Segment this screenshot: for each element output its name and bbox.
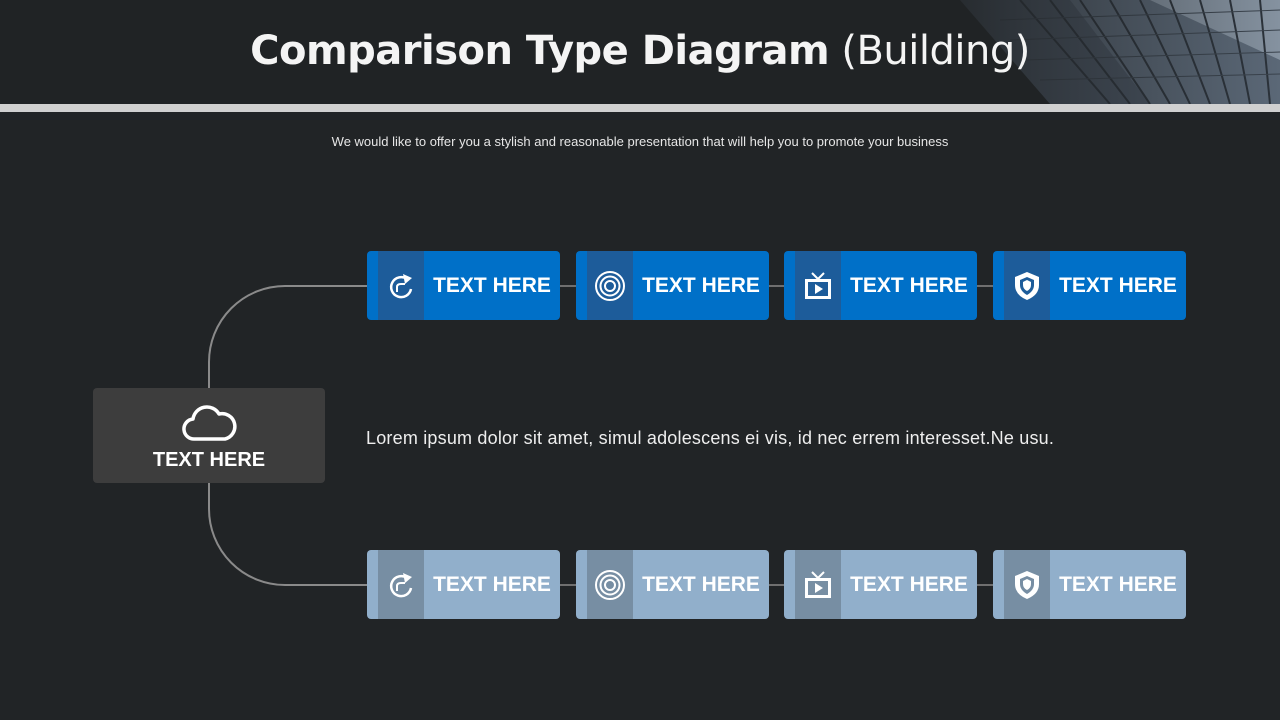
header-band: Comparison Type Diagram (Building) — [0, 0, 1280, 104]
card-label: TEXT HERE — [1059, 274, 1177, 297]
target-icon — [595, 569, 625, 600]
top-card-2[interactable]: TEXT HERE — [576, 251, 769, 320]
icon-area — [1004, 550, 1050, 619]
top-card-4[interactable]: TEXT HERE — [993, 251, 1186, 320]
refresh-icon — [390, 572, 413, 597]
top-card-3[interactable]: TEXT HERE — [784, 251, 977, 320]
cloud-icon — [182, 405, 237, 441]
refresh-icon — [390, 273, 413, 298]
top-card-1[interactable]: TEXT HERE — [367, 251, 560, 320]
icon-area — [1004, 251, 1050, 320]
card-label: TEXT HERE — [642, 274, 760, 297]
title-light: (Building) — [841, 28, 1030, 74]
card-label: TEXT HERE — [850, 573, 968, 596]
bottom-card-2[interactable]: TEXT HERE — [576, 550, 769, 619]
icon-area — [795, 550, 841, 619]
description-text: Lorem ipsum dolor sit amet, simul adoles… — [366, 428, 1055, 448]
bottom-card-4[interactable]: TEXT HERE — [993, 550, 1186, 619]
center-label: TEXT HERE — [152, 449, 266, 471]
title-bold: Comparison Type Diagram — [250, 28, 830, 74]
page-title: Comparison Type Diagram (Building) — [0, 28, 1280, 74]
card-label: TEXT HERE — [642, 573, 760, 596]
tv-icon — [805, 570, 831, 598]
icon-area — [378, 251, 424, 320]
icon-area — [378, 550, 424, 619]
bottom-card-1[interactable]: TEXT HERE — [367, 550, 560, 619]
card-label: TEXT HERE — [850, 274, 968, 297]
icon-area — [587, 550, 633, 619]
bottom-curve — [208, 483, 367, 586]
icon-area — [795, 251, 841, 320]
shield-icon — [1015, 271, 1039, 300]
icon-area — [587, 251, 633, 320]
card-label: TEXT HERE — [433, 274, 551, 297]
building-photo — [900, 0, 1280, 104]
page-subtitle: We would like to offer you a stylish and… — [331, 134, 949, 149]
card-label: TEXT HERE — [433, 573, 551, 596]
target-icon — [595, 270, 625, 301]
center-node: TEXT HERE — [93, 388, 325, 483]
card-label: TEXT HERE — [1059, 573, 1177, 596]
tv-icon — [805, 271, 831, 299]
top-curve — [208, 285, 367, 388]
shield-icon — [1015, 570, 1039, 599]
bottom-card-3[interactable]: TEXT HERE — [784, 550, 977, 619]
header-divider — [0, 104, 1280, 112]
